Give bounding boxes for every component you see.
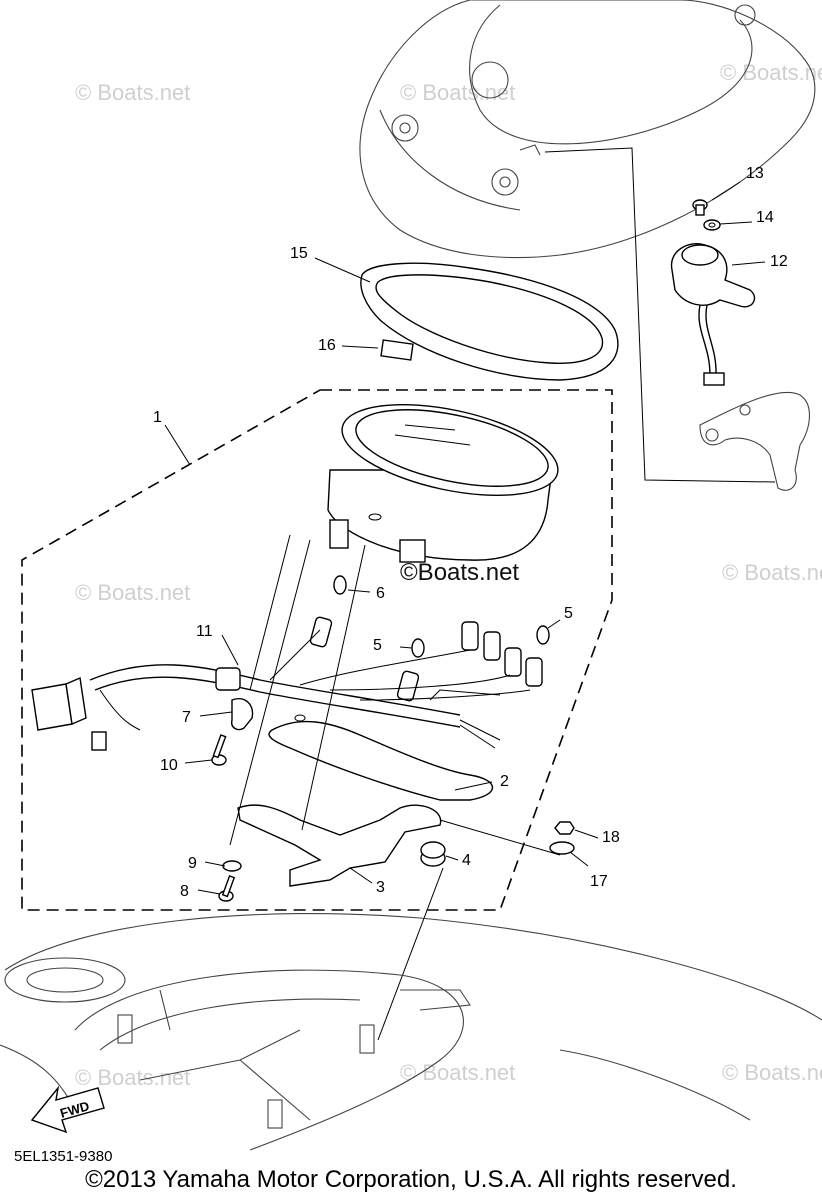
part-2-plate [268, 720, 493, 801]
callout-7: 7 [182, 709, 191, 726]
copyright-notice: ©2013 Yamaha Motor Corporation, U.S.A. A… [85, 1166, 737, 1193]
watermark-bottom-left: © Boats.net [75, 1065, 190, 1090]
callout-14: 14 [756, 209, 774, 226]
fuel-tank [0, 913, 822, 1151]
callout-6: 6 [376, 585, 385, 602]
part-3-bracket [237, 804, 442, 887]
watermark-mid-left: © Boats.net [75, 580, 190, 605]
switch-bracket [699, 391, 810, 491]
assembly-boundary [21, 389, 613, 911]
callout-17: 17 [590, 873, 608, 890]
headlight-housing [359, 0, 816, 259]
sockets [309, 616, 543, 702]
leader-housing [544, 147, 776, 483]
watermarks: © Boats.net © Boats.net © Boats.net © Bo… [75, 60, 822, 1090]
part-8-screw [218, 875, 236, 902]
watermark-top-left: © Boats.net [75, 80, 190, 105]
part-13-bolt [692, 199, 708, 216]
part-18-nut [554, 821, 575, 835]
part-9-washer [222, 860, 242, 872]
callout-10: 10 [160, 757, 178, 774]
part-14-washer [703, 219, 721, 231]
callout-13: 13 [746, 165, 764, 182]
part-16-pad [380, 339, 414, 361]
bulbs [333, 575, 550, 658]
callout-15: 15 [290, 245, 308, 262]
callout-18: 18 [602, 829, 620, 846]
callout-4: 4 [462, 852, 471, 869]
watermark-top-right: © Boats.net [720, 60, 822, 85]
leader-lines [164, 181, 766, 895]
watermark-top-center: © Boats.net [400, 80, 515, 105]
callout-8: 8 [180, 883, 189, 900]
watermark-mid-right: © Boats.net [722, 560, 822, 585]
callout-3: 3 [376, 879, 385, 896]
wire-harness [31, 629, 531, 751]
part-code: 5EL1351-9380 [14, 1148, 113, 1165]
part-4-grommet [420, 841, 446, 867]
callout-2: 2 [500, 773, 509, 790]
callout-11: 11 [196, 623, 213, 640]
part-10-screw [211, 734, 227, 766]
part-17-washer [549, 841, 575, 855]
callout-5b: 5 [564, 605, 573, 622]
part-15-bezel [360, 262, 619, 381]
callout-5a: 5 [373, 637, 382, 654]
callout-1: 1 [153, 409, 162, 426]
callout-12: 12 [770, 253, 788, 270]
watermark-bottom-right: © Boats.net [722, 1060, 822, 1085]
part-7-clamp [230, 698, 254, 731]
guide-lines [229, 534, 561, 1041]
callout-9: 9 [188, 855, 197, 872]
part-12-switch [670, 243, 756, 386]
callouts: 13 14 12 15 16 1 6 5 5 11 7 10 2 4 3 9 8… [153, 165, 788, 900]
fwd-arrow-icon: FWD [30, 1085, 105, 1134]
plate-hole [294, 714, 306, 722]
watermark-bottom-center: © Boats.net [400, 1060, 515, 1085]
center-watermark: ©Boats.net [400, 559, 519, 586]
callout-16: 16 [318, 337, 336, 354]
meter-unit [327, 403, 559, 563]
